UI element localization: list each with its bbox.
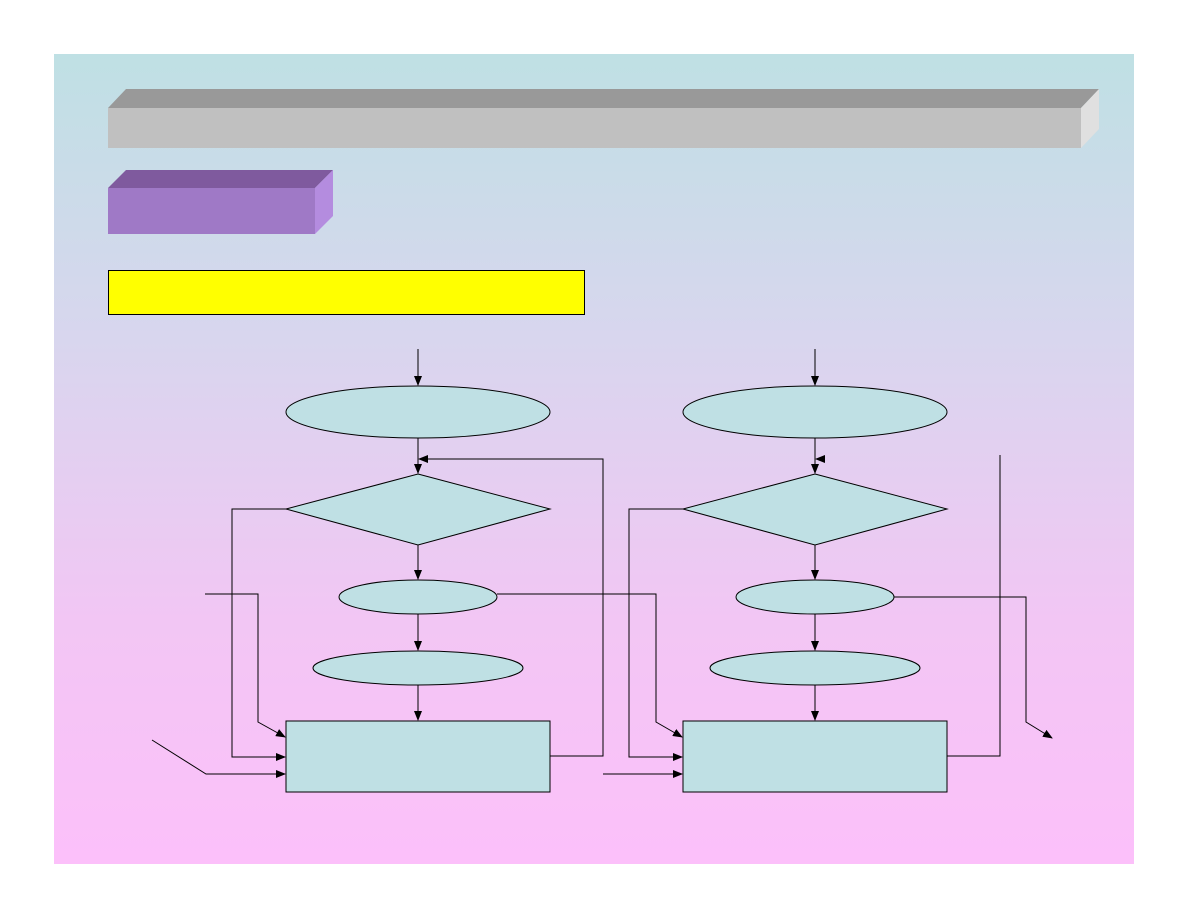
right-start-label [697,398,933,426]
bottom-input-connector [151,739,286,778]
left-step-1-label [348,586,488,608]
step1-output-connector [497,593,683,738]
right-step-2-label [719,657,911,679]
left-process-label [290,726,546,788]
right-decision-label [727,495,903,523]
loop-back-connector [418,455,604,757]
step1-output-connector [894,596,1053,739]
left-start-label [300,398,536,426]
decision-no-connector [628,508,683,761]
decision-no-connector [231,508,286,761]
section-label-block [108,170,333,234]
left-step-2-label [322,657,514,679]
loop-back-connector [947,455,1001,757]
process-node [682,720,948,793]
left-decision-label [330,495,506,523]
section-label [108,188,315,234]
right-step-1-label [745,586,885,608]
process-node [285,720,551,793]
flowchart-left [151,349,683,793]
title-bar [108,89,1099,148]
highlight-box [108,270,585,315]
highlight-text [109,271,584,314]
right-process-label [687,726,943,788]
side-input-connector [205,593,286,738]
flowchart-right [603,349,1053,793]
slide-title [108,108,1081,148]
